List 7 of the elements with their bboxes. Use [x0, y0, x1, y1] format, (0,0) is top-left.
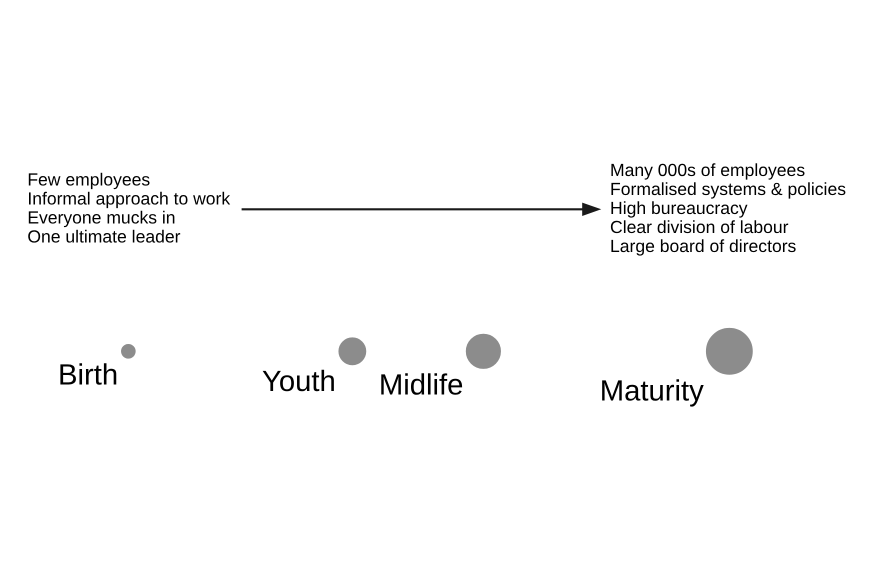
arrow — [241, 202, 601, 216]
node-text: Few employees Informal approach to work Everyone mucks in One ultimate leader — [26, 168, 230, 246]
node-label: Youth — [262, 364, 336, 398]
node-label: Midlife — [378, 368, 463, 402]
node-label: Birth — [57, 358, 118, 391]
node-text: Many 000s of employees Formalised systems & policies High bureaucracy Clear division of labour Large board of directors — [610, 159, 846, 256]
node-label: Maturity — [599, 374, 704, 407]
